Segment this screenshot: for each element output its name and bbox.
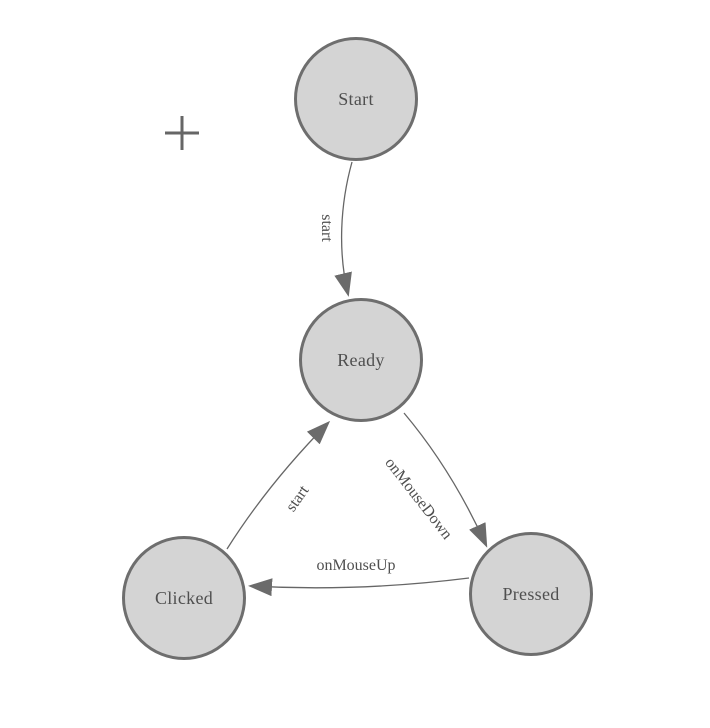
edge-pressed-to-clicked[interactable]	[248, 577, 470, 597]
node-clicked-label: Clicked	[154, 587, 214, 608]
edge-clicked-to-ready[interactable]	[226, 420, 331, 550]
node-start[interactable]: Start	[294, 37, 418, 161]
node-ready-label: Ready	[337, 349, 385, 370]
edge-label-pressed-to-clicked: onMouseUp	[316, 557, 396, 574]
node-clicked[interactable]: Clicked	[122, 536, 246, 660]
edge-start-to-ready[interactable]	[334, 161, 353, 297]
plus-cursor-icon	[165, 116, 199, 150]
edge-label-start-to-ready: start	[318, 214, 335, 242]
node-pressed-label: Pressed	[502, 583, 560, 604]
node-pressed[interactable]: Pressed	[469, 532, 593, 656]
node-start-label: Start	[338, 88, 374, 109]
edge-ready-to-pressed[interactable]	[403, 412, 488, 548]
node-ready[interactable]: Ready	[299, 298, 423, 422]
